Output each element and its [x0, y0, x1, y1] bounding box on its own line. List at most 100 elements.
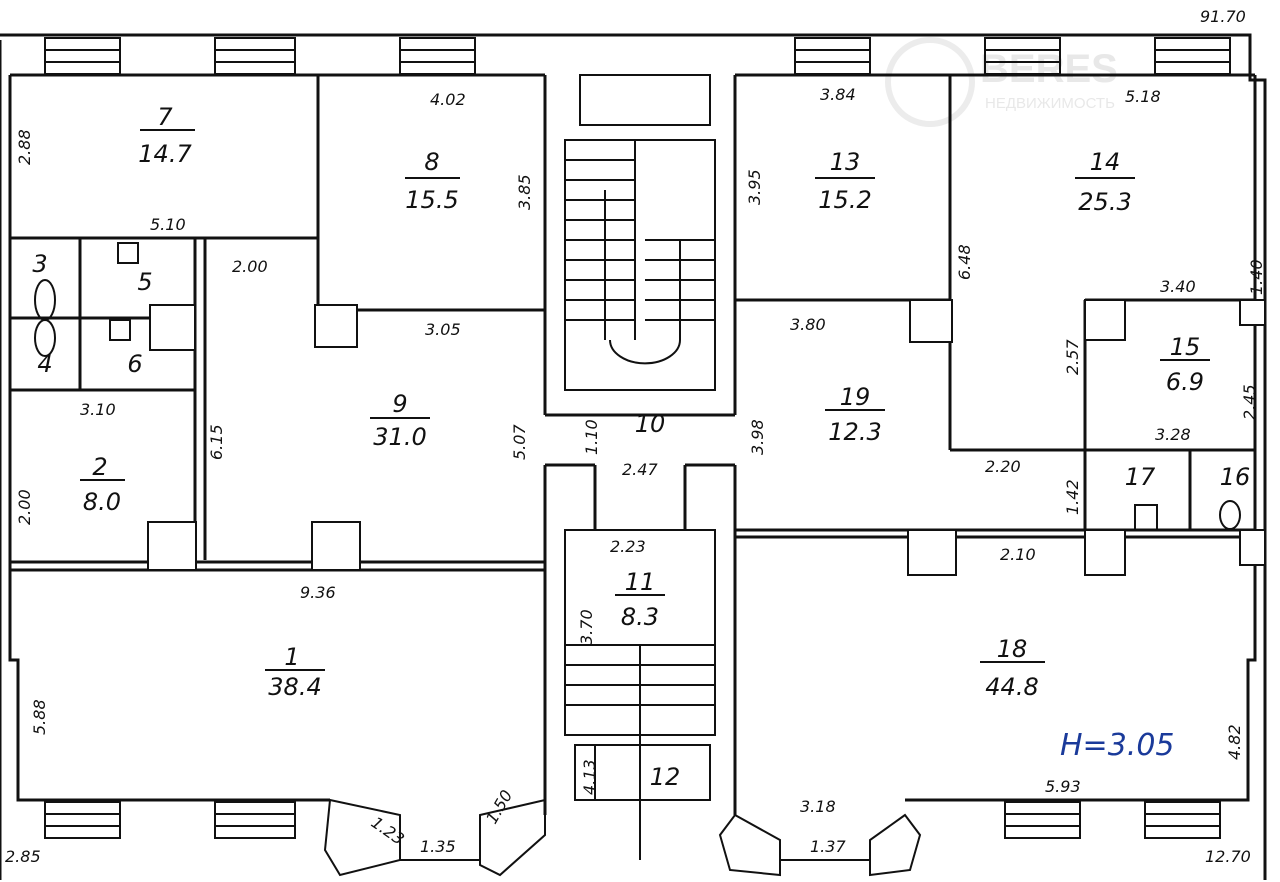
room-area: 8.0 — [83, 488, 121, 516]
dimension: 3.84 — [820, 85, 856, 104]
staircase-upper — [564, 74, 716, 391]
dimension: 2.10 — [1000, 545, 1036, 564]
room-13: 13 15.2 — [815, 148, 875, 214]
room-area: 44.8 — [985, 673, 1038, 701]
room-number: 12 — [650, 763, 681, 791]
room-number: 17 — [1125, 463, 1156, 491]
room-area: 38.4 — [268, 673, 321, 701]
dimension: 2.20 — [985, 457, 1021, 476]
room-area: 14.7 — [138, 140, 192, 168]
dimension: 2.45 — [1240, 384, 1259, 420]
room-number: 10 — [635, 410, 666, 438]
room-4: 4 — [37, 350, 52, 378]
room-2: 2 8.0 — [80, 453, 125, 516]
room-area: 15.2 — [818, 186, 871, 214]
room-15: 15 6.9 — [1160, 333, 1210, 396]
dimension: 1.23 — [368, 813, 408, 849]
room-number: 11 — [625, 568, 656, 596]
room-number: 18 — [997, 635, 1028, 663]
dimension: 12.70 — [1205, 847, 1251, 866]
dimension: 2.00 — [15, 489, 34, 525]
room-6: 6 — [127, 350, 142, 378]
room-area: 12.3 — [828, 418, 881, 446]
dimension: 2.57 — [1063, 339, 1082, 375]
room-18: 18 44.8 — [980, 635, 1045, 701]
room-number: 7 — [157, 103, 173, 131]
room-number: 19 — [840, 383, 871, 411]
dimension: 3.40 — [1160, 277, 1196, 296]
room-area: 25.3 — [1078, 188, 1131, 216]
fixtures — [34, 242, 1241, 531]
dimension: 4.82 — [1225, 724, 1244, 760]
room-area: 15.5 — [405, 186, 458, 214]
room-labels: 1 38.4 2 8.0 3 4 5 6 7 14.7 8 15.5 — [32, 103, 1250, 791]
dimension: 5.10 — [150, 215, 186, 234]
room-number: 6 — [127, 350, 142, 378]
dimension: 3.05 — [425, 320, 461, 339]
dimension: 5.88 — [30, 699, 49, 735]
dimension: 1.35 — [420, 837, 456, 856]
dimension: 1.10 — [582, 419, 601, 455]
dimension: 3.98 — [748, 419, 767, 455]
dimension: 1.37 — [810, 837, 846, 856]
room-number: 15 — [1170, 333, 1201, 361]
dimension: 3.70 — [577, 609, 596, 645]
room-area: 6.9 — [1166, 368, 1204, 396]
dimension: 3.80 — [790, 315, 826, 334]
dimension: 5.07 — [510, 424, 529, 460]
dimension: 6.15 — [207, 424, 226, 460]
dimension: 3.18 — [800, 797, 836, 816]
room-area: 31.0 — [373, 423, 426, 451]
entrance-bays — [323, 798, 922, 877]
watermark-brand: BERES — [980, 47, 1118, 91]
room-area: 8.3 — [621, 603, 659, 631]
room-5: 5 — [137, 268, 152, 296]
dimension: 3.85 — [515, 174, 534, 210]
staircase-lower — [564, 529, 716, 860]
dimension: 3.28 — [1155, 425, 1191, 444]
dimension: 1.42 — [1063, 479, 1082, 515]
dimension: 2.85 — [5, 847, 41, 866]
room-17: 17 — [1125, 463, 1156, 491]
dimension: 9.36 — [300, 583, 336, 602]
room-number: 8 — [424, 148, 439, 176]
room-number: 2 — [92, 453, 107, 481]
dimension: 4.13 — [580, 759, 599, 795]
dimension: 4.02 — [430, 90, 466, 109]
dimension: 3.10 — [80, 400, 116, 419]
dimension: 5.93 — [1045, 777, 1081, 796]
room-14: 14 25.3 — [1075, 148, 1135, 216]
room-7: 7 14.7 — [138, 103, 195, 168]
room-number: 3 — [32, 250, 47, 278]
room-10: 10 — [635, 410, 666, 438]
dimension: 6.48 — [955, 244, 974, 280]
dimension: 2.47 — [622, 460, 658, 479]
room-number: 9 — [392, 390, 407, 418]
dimension: 2.00 — [232, 257, 268, 276]
dimension: 1.40 — [1247, 259, 1266, 295]
room-8: 8 15.5 — [405, 148, 460, 214]
room-1: 1 38.4 — [265, 643, 325, 701]
room-number: 16 — [1220, 463, 1251, 491]
watermark: BERES НЕДВИЖИМОСТЬ — [885, 37, 1118, 127]
room-number: 4 — [37, 350, 52, 378]
room-number: 1 — [284, 643, 299, 671]
dimension: 5.18 — [1125, 87, 1161, 106]
watermark-tagline: НЕДВИЖИМОСТЬ — [985, 95, 1115, 112]
interior-walls — [10, 75, 1255, 815]
room-19: 19 12.3 — [825, 383, 885, 446]
piers — [147, 299, 1266, 576]
room-16: 16 — [1220, 463, 1251, 491]
room-3: 3 — [32, 250, 47, 278]
dimension: 2.23 — [610, 537, 646, 556]
ceiling-height-note: H=3.05 — [1060, 728, 1175, 763]
windows — [44, 37, 1231, 839]
room-9: 9 31.0 — [370, 390, 430, 451]
dimension: 3.95 — [745, 169, 764, 205]
room-number: 14 — [1090, 148, 1121, 176]
room-11: 11 8.3 — [615, 568, 665, 631]
room-12: 12 — [650, 763, 681, 791]
room-number: 13 — [830, 148, 861, 176]
room-number: 5 — [137, 268, 152, 296]
